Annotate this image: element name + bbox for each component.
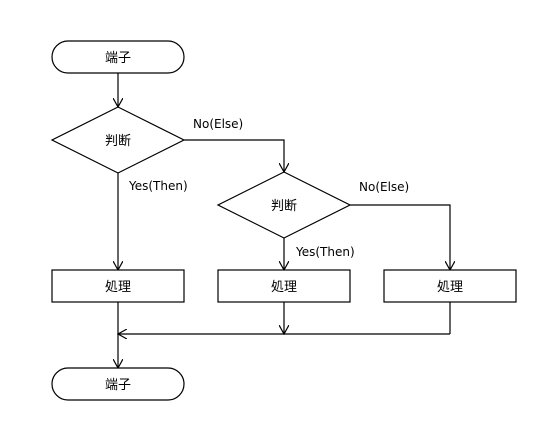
- start-terminal: 端子: [51, 40, 185, 74]
- decision-2-yes-label: Yes(Then): [295, 245, 355, 259]
- arrow-decision-1-no: [184, 139, 284, 172]
- decision-2-label: 判断: [271, 199, 297, 214]
- process-right-label: 処理: [437, 280, 463, 295]
- process-right: 処理: [383, 269, 517, 303]
- process-left-label: 処理: [105, 280, 131, 295]
- decision-1-label: 判断: [105, 134, 131, 149]
- process-middle: 処理: [217, 269, 351, 303]
- decision-1-yes-label: Yes(Then): [128, 179, 188, 193]
- end-terminal-label: 端子: [105, 378, 131, 393]
- decision-1: 判断: [50, 106, 186, 174]
- decision-1-no-label: No(Else): [193, 117, 243, 131]
- end-terminal: 端子: [51, 367, 185, 401]
- decision-2-no-label: No(Else): [359, 180, 409, 194]
- start-terminal-label: 端子: [105, 51, 131, 66]
- arrow-decision-2-no: [350, 204, 450, 270]
- decision-2: 判断: [216, 171, 352, 239]
- process-middle-label: 処理: [271, 280, 297, 295]
- process-left: 処理: [51, 269, 185, 303]
